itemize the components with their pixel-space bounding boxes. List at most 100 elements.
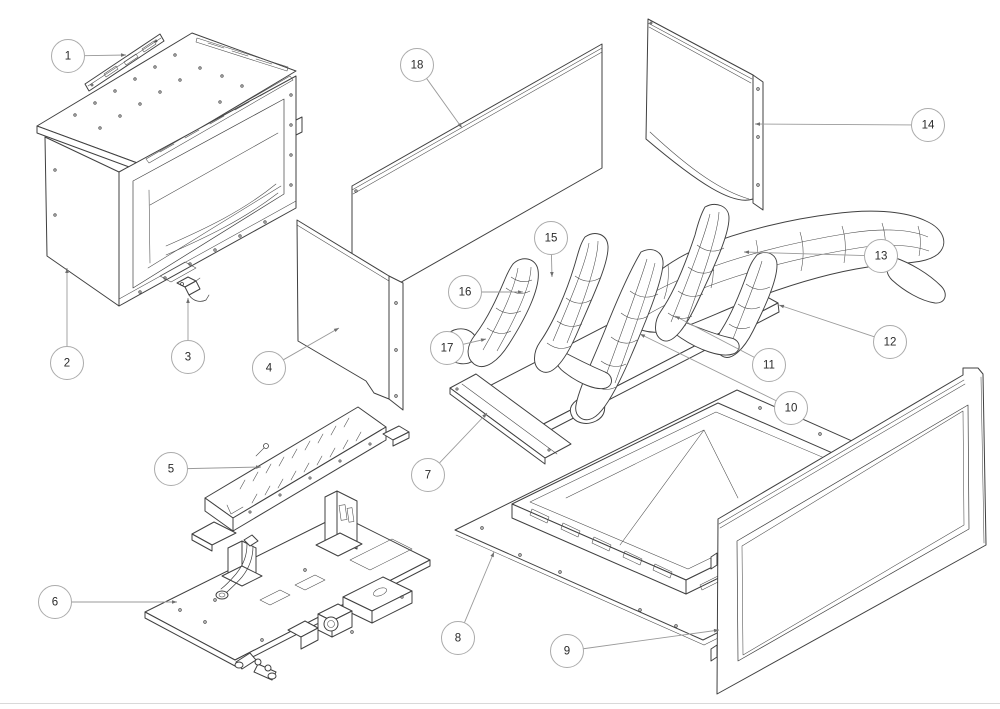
pipe-bracket bbox=[221, 540, 263, 587]
part-glass-door bbox=[710, 367, 987, 695]
leader-arrowhead bbox=[457, 122, 462, 128]
callout-circle bbox=[400, 48, 434, 82]
callout-14: 14 bbox=[754, 108, 945, 142]
callout-number: 16 bbox=[459, 287, 472, 299]
callout-number: 7 bbox=[425, 470, 431, 482]
callout-circle bbox=[550, 634, 584, 668]
part-top-standoff-rail bbox=[84, 33, 165, 92]
leader-line bbox=[583, 629, 720, 650]
callout-circle bbox=[873, 325, 907, 359]
part-control-plate bbox=[144, 490, 431, 681]
callout-13: 13 bbox=[743, 239, 898, 273]
screw-dots-front bbox=[53, 93, 293, 294]
leader-arrowhead bbox=[550, 271, 554, 277]
callout-circle bbox=[252, 351, 286, 385]
pilot-bracket bbox=[315, 490, 363, 557]
callout-circle bbox=[911, 108, 945, 142]
screw-dots-top bbox=[73, 53, 244, 130]
callout-circle bbox=[441, 621, 475, 655]
leader-arrowhead bbox=[255, 465, 261, 469]
callout-5: 5 bbox=[154, 452, 262, 486]
callout-3: 3 bbox=[171, 298, 205, 374]
callout-circle bbox=[51, 39, 85, 73]
leader-arrowhead bbox=[65, 268, 69, 273]
part-log-set bbox=[443, 204, 946, 424]
part-right-panel bbox=[645, 18, 764, 211]
leader-arrowhead bbox=[333, 328, 339, 333]
inlet-fittings bbox=[234, 652, 277, 681]
part-burner-assembly bbox=[191, 406, 410, 552]
callout-number: 5 bbox=[168, 464, 174, 476]
callout-15: 15 bbox=[534, 221, 568, 278]
callout-number: 12 bbox=[884, 337, 897, 349]
callout-6: 6 bbox=[38, 585, 177, 619]
callout-number: 17 bbox=[441, 343, 454, 355]
callout-12: 12 bbox=[778, 304, 907, 359]
leader-line bbox=[283, 327, 340, 361]
callout-number: 1 bbox=[65, 51, 71, 63]
leader-line bbox=[778, 304, 875, 338]
gas-pipe bbox=[215, 534, 259, 600]
callout-circle bbox=[171, 340, 205, 374]
leader-arrowhead bbox=[675, 316, 681, 320]
callout-17: 17 bbox=[430, 331, 487, 365]
callout-2: 2 bbox=[50, 268, 84, 380]
leader-arrowhead bbox=[482, 413, 487, 418]
gas-valve bbox=[287, 603, 353, 650]
callout-number: 11 bbox=[763, 360, 775, 372]
callout-circle bbox=[448, 275, 482, 309]
leader-arrowhead bbox=[172, 600, 177, 604]
callout-number: 18 bbox=[411, 60, 424, 72]
callout-circle bbox=[38, 585, 72, 619]
callout-circle bbox=[774, 391, 808, 425]
callout-number: 9 bbox=[564, 646, 570, 658]
callout-circle bbox=[864, 239, 898, 273]
leader-line bbox=[639, 333, 777, 402]
leader-arrowhead bbox=[779, 304, 785, 309]
callout-number: 15 bbox=[545, 233, 558, 245]
leader-arrowhead bbox=[480, 338, 486, 342]
callout-number: 2 bbox=[64, 358, 70, 370]
part-firebox-cabinet bbox=[36, 32, 303, 307]
log-four bbox=[655, 204, 740, 356]
leader-line bbox=[743, 251, 865, 256]
callout-number: 10 bbox=[785, 403, 798, 415]
hinge-tab-lower bbox=[710, 644, 718, 662]
callout-number: 3 bbox=[185, 352, 191, 364]
leader-line bbox=[187, 466, 262, 470]
callout-circle bbox=[752, 348, 786, 382]
callout-number: 6 bbox=[52, 597, 58, 609]
leader-line bbox=[84, 54, 127, 57]
hinge-tab-upper bbox=[710, 552, 718, 570]
part-clip-bracket bbox=[176, 276, 210, 302]
callout-16: 16 bbox=[448, 275, 523, 309]
callout-10: 10 bbox=[639, 333, 808, 425]
callout-number: 4 bbox=[266, 363, 273, 375]
leader-arrowhead bbox=[755, 122, 761, 126]
callout-1: 1 bbox=[51, 39, 127, 73]
glass-pane bbox=[736, 404, 970, 662]
log-two bbox=[534, 233, 612, 390]
callout-11: 11 bbox=[674, 315, 786, 382]
leader-line bbox=[463, 551, 495, 623]
leader-arrowhead bbox=[640, 334, 646, 338]
callout-number: 13 bbox=[875, 251, 888, 263]
callout-number: 14 bbox=[922, 120, 935, 132]
leader-arrowhead bbox=[490, 552, 494, 558]
callout-circle bbox=[534, 221, 568, 255]
control-box bbox=[342, 576, 413, 624]
callout-circle bbox=[430, 331, 464, 365]
callout-circle bbox=[411, 458, 445, 492]
callout-9: 9 bbox=[550, 628, 720, 668]
callout-4: 4 bbox=[252, 327, 340, 385]
callout-7: 7 bbox=[411, 412, 488, 492]
leader-line bbox=[426, 78, 463, 129]
leader-arrowhead bbox=[186, 298, 190, 303]
leader-line bbox=[754, 123, 912, 126]
callout-circle bbox=[154, 452, 188, 486]
part-rear-panel bbox=[351, 43, 603, 311]
callout-number: 8 bbox=[455, 633, 461, 645]
